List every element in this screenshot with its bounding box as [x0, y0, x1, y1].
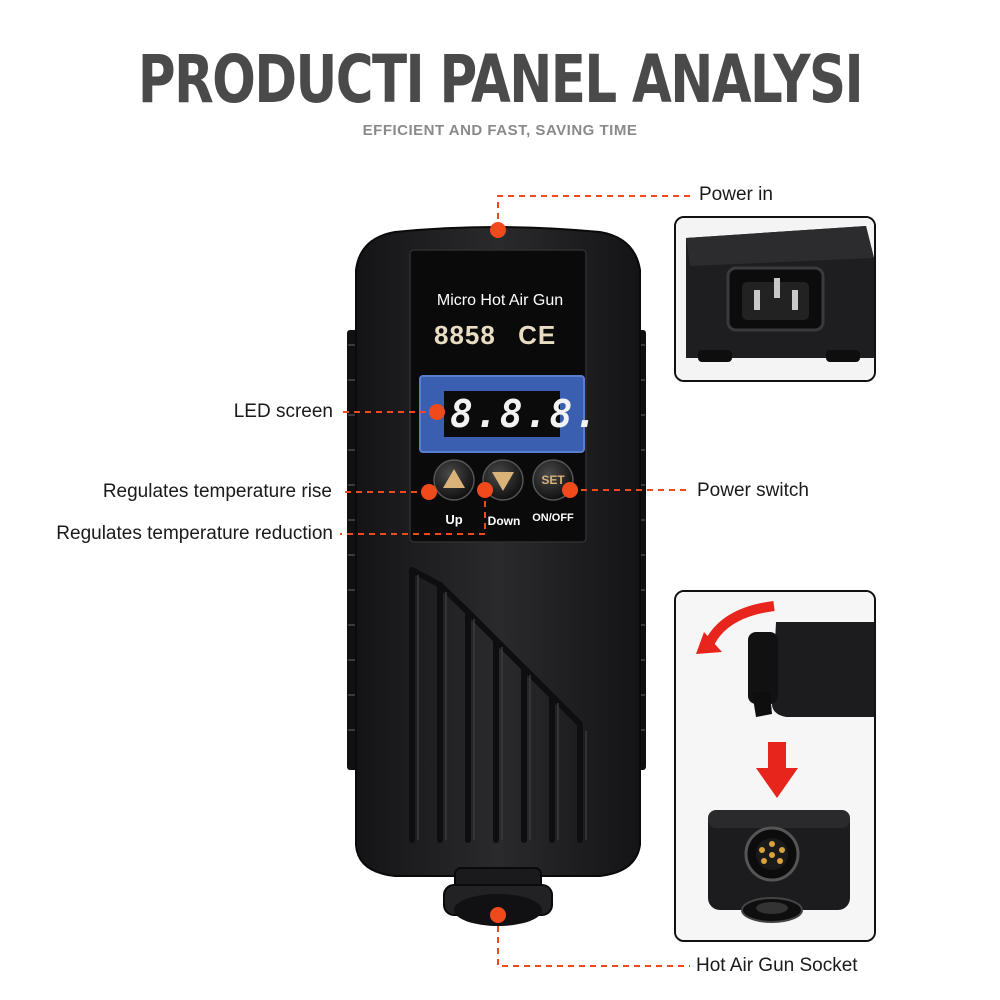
- callout-power-switch: Power switch: [697, 480, 809, 501]
- model-number: 8858 CE: [434, 320, 556, 351]
- up-label: Up: [445, 512, 463, 527]
- callout-power-in: Power in: [699, 184, 773, 205]
- power-inlet-photo: [674, 216, 876, 382]
- callout-socket: Hot Air Gun Socket: [696, 955, 858, 976]
- model-text: 8858: [434, 320, 496, 350]
- led-screen: 8.8.8.: [450, 392, 600, 436]
- callout-led-screen: LED screen: [233, 401, 333, 422]
- onoff-label: ON/OFF: [532, 512, 574, 524]
- socket-photo: [674, 590, 876, 942]
- set-button[interactable]: SET: [541, 473, 565, 487]
- page-title: PRODUCTI PANEL ANALYSI: [137, 41, 864, 118]
- page-subtitle: EFFICIENT AND FAST, SAVING TIME: [362, 122, 638, 139]
- callout-temp-rise: Regulates temperature rise: [102, 481, 332, 502]
- callout-temp-reduction: Regulates temperature reduction: [56, 523, 333, 544]
- product-name: Micro Hot Air Gun: [436, 292, 564, 309]
- down-label: Down: [487, 514, 521, 528]
- ce-mark: CE: [518, 320, 557, 350]
